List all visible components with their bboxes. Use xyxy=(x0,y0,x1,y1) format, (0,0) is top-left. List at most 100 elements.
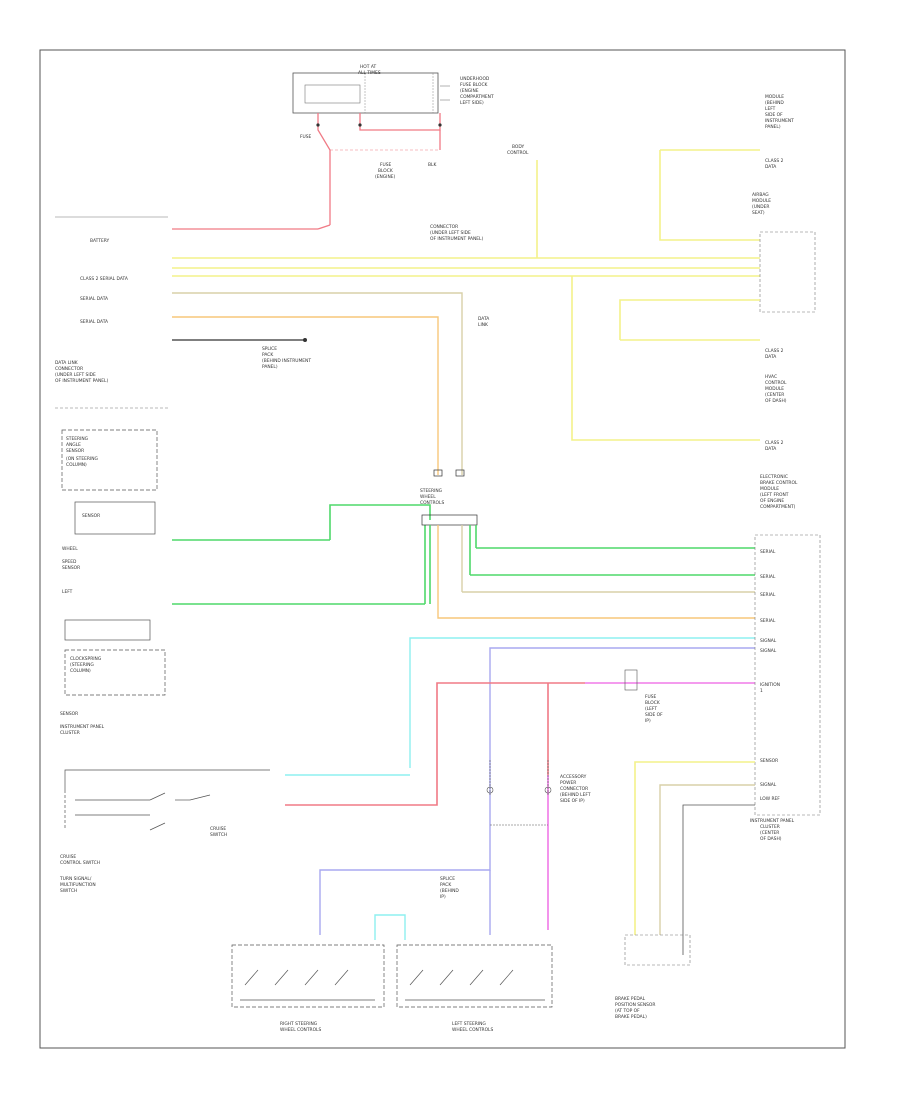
svg-text:(CENTER: (CENTER xyxy=(765,392,784,398)
cyan-bracket xyxy=(374,914,406,940)
svg-text:FUSE: FUSE xyxy=(645,694,657,700)
right-steering-controls: RIGHT STEERING WHEEL CONTROLS xyxy=(231,944,385,1033)
svg-text:SERIAL: SERIAL xyxy=(760,618,776,624)
underhood-fuse-block: UNDERHOOD FUSE BLOCK (ENGINE COMPARTMENT… xyxy=(292,64,494,114)
svg-text:LEFT: LEFT xyxy=(765,106,776,112)
svg-text:SENSOR: SENSOR xyxy=(66,448,84,454)
svg-text:CRUISE: CRUISE xyxy=(210,826,226,832)
svg-text:IP): IP) xyxy=(440,894,446,900)
svg-text:SENSOR: SENSOR xyxy=(62,565,80,571)
svg-text:STEERING: STEERING xyxy=(420,488,443,494)
svg-text:(BEHIND LEFT: (BEHIND LEFT xyxy=(560,792,591,798)
svg-text:CLASS 2: CLASS 2 xyxy=(765,348,784,354)
svg-text:INSTRUMENT: INSTRUMENT xyxy=(765,118,794,124)
svg-text:COMPARTMENT: COMPARTMENT xyxy=(460,94,494,100)
yellow-center-drop: BODY CONTROL CONNECTOR (UNDER LEFT SIDE … xyxy=(430,144,538,328)
svg-text:CONNECTOR: CONNECTOR xyxy=(560,786,588,792)
svg-text:IGNITION: IGNITION xyxy=(760,682,780,688)
svg-text:(UNDER LEFT SIDE: (UNDER LEFT SIDE xyxy=(430,230,471,236)
svg-text:INSTRUMENT PANEL: INSTRUMENT PANEL xyxy=(750,818,795,824)
svg-text:LEFT STEERING: LEFT STEERING xyxy=(452,1021,486,1027)
cluster-bundle xyxy=(409,547,755,855)
svg-text:AIRBAG: AIRBAG xyxy=(752,192,769,198)
instrument-cluster: SERIAL SERIAL SERIAL SERIAL SIGNAL SIGNA… xyxy=(750,534,821,842)
diagram-frame xyxy=(39,49,846,1049)
svg-text:CLOCKSPRING: CLOCKSPRING xyxy=(70,656,102,662)
svg-text:BRAKE PEDAL: BRAKE PEDAL xyxy=(615,996,646,1002)
svg-text:SIDE OF: SIDE OF xyxy=(765,112,783,118)
svg-text:BATTERY: BATTERY xyxy=(90,238,110,244)
center-switch: ACCESSORY POWER CONNECTOR (BEHIND LEFT S… xyxy=(440,760,591,900)
svg-text:SIDE OF: SIDE OF xyxy=(645,712,663,718)
svg-text:LINK: LINK xyxy=(478,322,488,328)
svg-text:OF DASH): OF DASH) xyxy=(765,398,787,404)
left-mid-modules: STEERING ANGLE SENSOR (ON STEERING COLUM… xyxy=(60,429,431,736)
svg-text:PANEL): PANEL) xyxy=(765,124,781,130)
svg-text:MODULE: MODULE xyxy=(765,386,784,392)
svg-text:BODY: BODY xyxy=(512,144,525,150)
svg-text:(UNDER LEFT SIDE: (UNDER LEFT SIDE xyxy=(55,372,96,378)
svg-text:WHEEL: WHEEL xyxy=(62,546,78,552)
svg-text:PANEL): PANEL) xyxy=(262,364,278,370)
svg-text:(UNDER: (UNDER xyxy=(752,204,769,210)
svg-text:SIDE OF IP): SIDE OF IP) xyxy=(560,798,585,804)
svg-text:(BEHIND: (BEHIND xyxy=(765,100,784,106)
svg-text:INSTRUMENT PANEL: INSTRUMENT PANEL xyxy=(60,724,105,730)
svg-text:SPLICE: SPLICE xyxy=(440,876,455,882)
svg-text:SEAT): SEAT) xyxy=(752,210,765,216)
svg-text:HVAC: HVAC xyxy=(765,374,777,380)
svg-text:MODULE: MODULE xyxy=(752,198,771,204)
svg-text:STEERING: STEERING xyxy=(66,436,89,442)
svg-text:1: 1 xyxy=(760,688,763,694)
svg-text:FUSE: FUSE xyxy=(300,134,312,140)
svg-text:OF DASH): OF DASH) xyxy=(760,836,782,842)
svg-text:COLUMN): COLUMN) xyxy=(70,668,91,674)
svg-text:SIGNAL: SIGNAL xyxy=(760,648,777,654)
svg-text:PACK: PACK xyxy=(262,352,273,358)
svg-text:COMPARTMENT): COMPARTMENT) xyxy=(760,504,796,510)
svg-text:UNDERHOOD: UNDERHOOD xyxy=(460,76,490,82)
svg-text:SIGNAL: SIGNAL xyxy=(760,782,777,788)
svg-text:CLUSTER: CLUSTER xyxy=(760,824,780,830)
svg-text:(ON STEERING: (ON STEERING xyxy=(66,456,98,462)
svg-text:CONTROL SWITCH: CONTROL SWITCH xyxy=(60,860,100,866)
svg-text:(BEHIND: (BEHIND xyxy=(440,888,459,894)
svg-text:SPEED: SPEED xyxy=(62,559,77,565)
svg-text:MODULE: MODULE xyxy=(765,94,784,100)
svg-text:PACK: PACK xyxy=(440,882,451,888)
svg-text:BRAKE CONTROL: BRAKE CONTROL xyxy=(760,480,798,486)
svg-text:IP): IP) xyxy=(645,718,651,724)
svg-text:SERIAL: SERIAL xyxy=(760,592,776,598)
left-steering-controls: LEFT STEERING WHEEL CONTROLS xyxy=(396,944,553,1033)
svg-text:SIGNAL: SIGNAL xyxy=(760,638,777,644)
red-ignition-wire: FUSE BLOCK (LEFT SIDE OF IP) xyxy=(285,669,663,930)
svg-text:SERIAL: SERIAL xyxy=(760,549,776,555)
svg-text:(ENGINE): (ENGINE) xyxy=(375,174,396,180)
svg-text:ELECTRONIC: ELECTRONIC xyxy=(760,474,788,480)
svg-text:BRAKE PEDAL): BRAKE PEDAL) xyxy=(615,1014,647,1020)
svg-text:SENSOR: SENSOR xyxy=(60,711,78,717)
blue-lower-wire xyxy=(319,855,491,935)
svg-text:POWER: POWER xyxy=(560,780,576,786)
svg-text:SERIAL: SERIAL xyxy=(760,574,776,580)
svg-text:HOT AT: HOT AT xyxy=(360,64,376,70)
svg-text:LEFT: LEFT xyxy=(62,589,73,595)
svg-text:MULTIFUNCTION: MULTIFUNCTION xyxy=(60,882,96,888)
left-wire-section: BATTERY CLASS 2 SERIAL DATA SERIAL DATA … xyxy=(55,216,760,475)
svg-text:SENSOR: SENSOR xyxy=(82,513,100,519)
svg-text:(ENGINE: (ENGINE xyxy=(460,88,479,94)
svg-text:ACCESSORY: ACCESSORY xyxy=(560,774,587,780)
svg-text:CONTROL: CONTROL xyxy=(765,380,787,386)
svg-text:FUSE: FUSE xyxy=(380,162,392,168)
svg-text:CONTROL: CONTROL xyxy=(507,150,529,156)
svg-text:OF ENGINE: OF ENGINE xyxy=(760,498,784,504)
svg-text:SENSOR: SENSOR xyxy=(760,758,778,764)
svg-text:DATA: DATA xyxy=(765,446,776,452)
svg-text:(AT TOP OF: (AT TOP OF xyxy=(615,1008,640,1014)
svg-text:DATA: DATA xyxy=(765,164,776,170)
svg-text:SERIAL DATA: SERIAL DATA xyxy=(80,319,108,325)
central-connector: STEERING WHEEL CONTROLS xyxy=(420,469,478,604)
svg-text:BLK: BLK xyxy=(428,162,436,168)
svg-text:(BEHIND INSTRUMENT: (BEHIND INSTRUMENT xyxy=(262,358,311,364)
